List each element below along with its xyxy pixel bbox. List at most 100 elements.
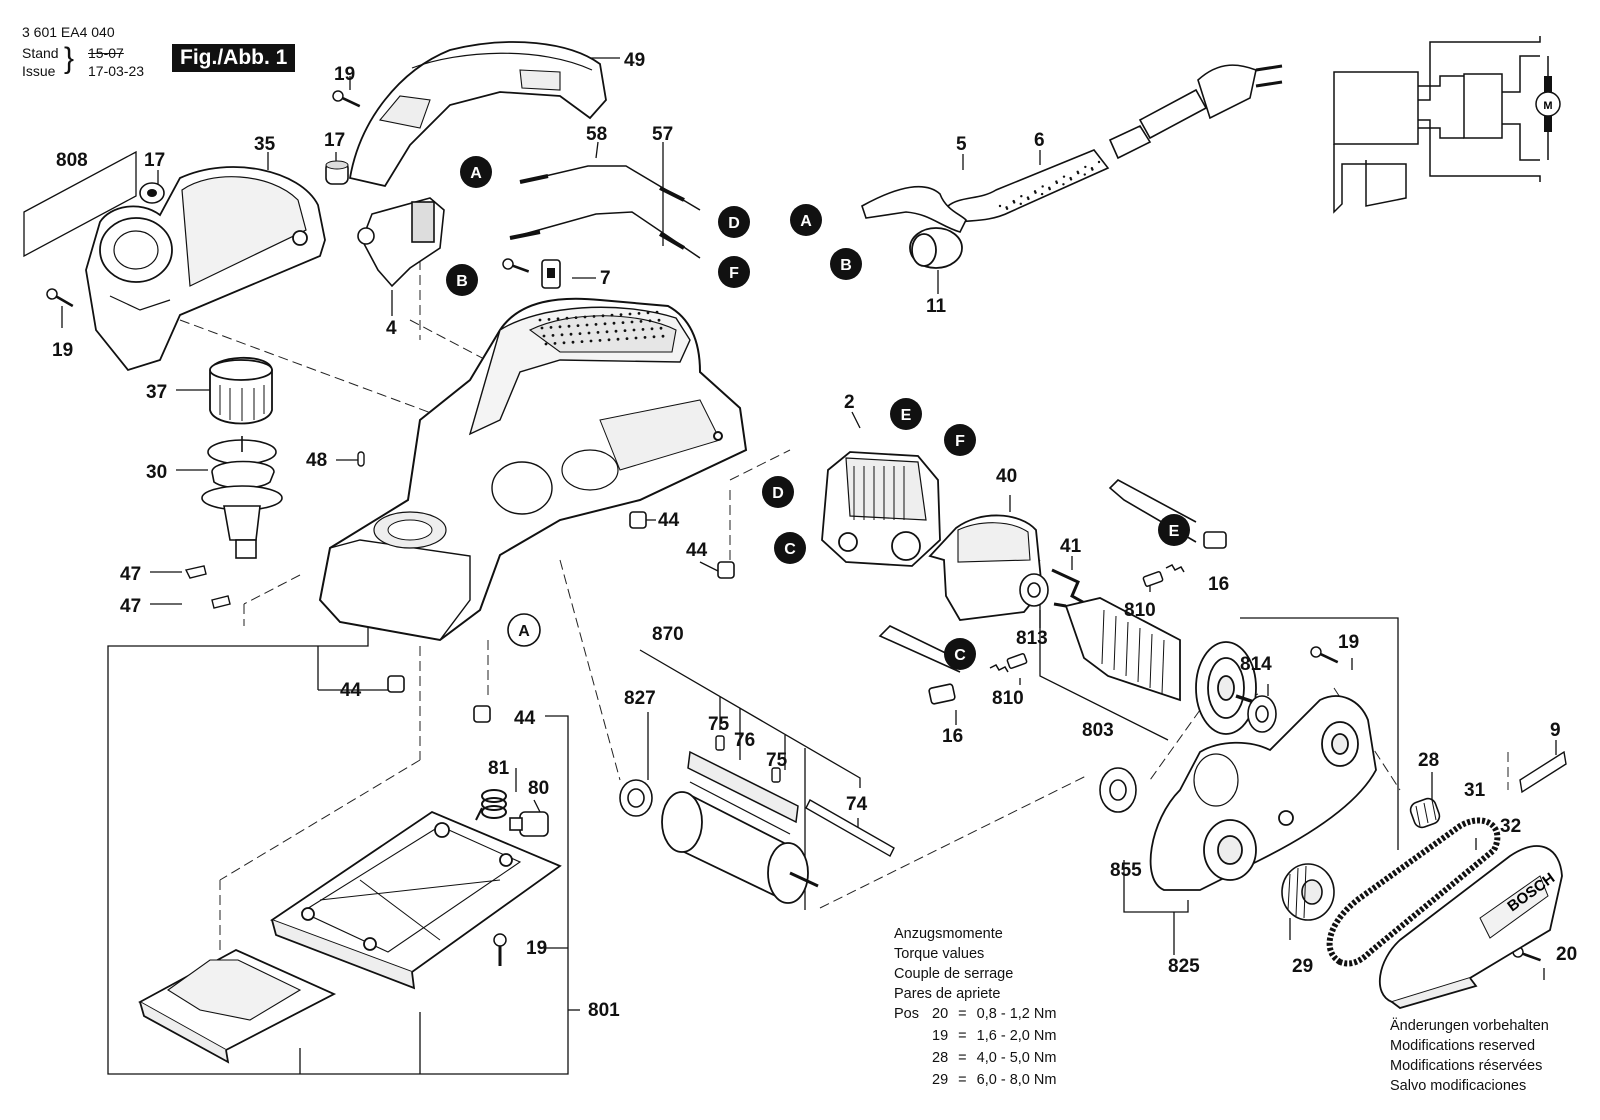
svg-text:E: E (901, 407, 912, 424)
callout-48: 48 (306, 450, 327, 471)
svg-text:C: C (784, 541, 796, 558)
part-825-belt-housing (1149, 695, 1377, 891)
part-base-foot (138, 948, 337, 1064)
part-813-bearing (1019, 573, 1049, 607)
part-29-pulley (1281, 863, 1335, 921)
callout-11: 11 (926, 296, 947, 317)
callout-17-left: 17 (144, 150, 165, 171)
torque-title-es: Pares de apriete (894, 986, 1001, 1002)
callout-37: 37 (146, 382, 167, 403)
callout-2: 2 (844, 392, 855, 413)
callout-44-b: 44 (686, 540, 708, 561)
torque-row-value: 1,6 - 2,0 Nm (976, 1028, 1057, 1044)
part-17-knob-top (325, 160, 349, 185)
callout-19-base: 19 (526, 938, 547, 959)
torque-row: 19 = 1,6 - 2,0 Nm (932, 1028, 1057, 1044)
callout-76: 76 (734, 730, 755, 751)
torque-row-value: 6,0 - 8,0 Nm (976, 1072, 1057, 1088)
part-40-fan-baffle (928, 514, 1043, 621)
svg-text:F: F (729, 265, 739, 282)
cord-texture (998, 160, 1101, 210)
callout-19-top: 19 (334, 64, 355, 85)
document-number: 3 601 EA4 040 (22, 24, 115, 40)
modifications-notice: Änderungen vorbehalten Modifications res… (1390, 1016, 1549, 1096)
torque-title-fr: Couple de serrage (894, 966, 1014, 982)
callout-17-top: 17 (324, 130, 345, 151)
part-47-clip (184, 565, 231, 609)
callout-810-top: 810 (1124, 600, 1156, 621)
part-41-clip (1051, 568, 1091, 608)
connector-c-stator: C (774, 532, 806, 564)
callout-7: 7 (600, 268, 611, 289)
figure-label: Fig./Abb. 1 (172, 44, 296, 72)
motor-brush-bottom (1544, 116, 1552, 132)
callout-30: 30 (146, 462, 167, 483)
callout-74: 74 (846, 794, 868, 815)
callout-57: 57 (652, 124, 673, 145)
callout-9: 9 (1550, 720, 1561, 741)
part-801-base-plate (270, 810, 562, 990)
callout-803: 803 (1082, 720, 1114, 741)
svg-text:F: F (955, 433, 965, 450)
callout-35: 35 (254, 134, 276, 155)
connector-a-cord: A (790, 204, 822, 236)
callout-814: 814 (1240, 654, 1272, 675)
torque-row-value: 0,8 - 1,2 Nm (976, 1006, 1057, 1022)
part-5-cord-guard (861, 185, 967, 233)
callout-40: 40 (996, 466, 1017, 487)
callout-47-a: 47 (120, 564, 141, 585)
svg-text:C: C (954, 647, 966, 664)
svg-text:A: A (518, 623, 530, 640)
callout-47-b: 47 (120, 596, 141, 617)
issue-date: 17-03-23 (88, 63, 145, 79)
part-16-brush-holder (878, 479, 1227, 705)
stand-label: Stand (22, 45, 59, 61)
part-58-57-wires (509, 165, 701, 259)
part-32-belt-cover (1378, 845, 1563, 1009)
issue-label: Issue (22, 63, 56, 79)
part-28-pulley (1409, 797, 1441, 829)
part-810-carbon-brush (989, 564, 1185, 673)
callout-4: 4 (386, 318, 397, 339)
callout-19-right: 19 (1338, 632, 1359, 653)
motor-symbol: M (1543, 100, 1552, 112)
part-11-bushing (909, 227, 963, 269)
callout-28: 28 (1418, 750, 1439, 771)
connector-d-wire: D (718, 206, 750, 238)
part-808-label (23, 150, 137, 258)
callout-31: 31 (1464, 780, 1486, 801)
torque-row: 20 = 0,8 - 1,2 Nm (932, 1006, 1057, 1022)
part-37-depth-knob (209, 356, 273, 425)
part-main-housing (318, 297, 748, 642)
torque-rows: Pos 20 = 0,8 - 1,2 Nm 19 = 1,6 - 2,0 Nm … (894, 1004, 1056, 1092)
callout-41: 41 (1060, 536, 1082, 557)
callout-32: 32 (1500, 816, 1521, 837)
callout-19-left: 19 (52, 340, 73, 361)
callout-44-d: 44 (514, 708, 536, 729)
handle-grip-texture (538, 310, 665, 346)
part-35-housing-cover (85, 166, 326, 372)
part-2-stator (821, 451, 941, 567)
callout-numbers: 49 19 17 808 17 35 58 57 7 4 19 37 30 48… (52, 50, 1577, 1021)
part-76-blade-holder (687, 750, 799, 824)
part-80-stop (509, 811, 549, 837)
callout-81: 81 (488, 758, 510, 779)
part-44-square-nut (387, 511, 735, 723)
callout-44-c: 44 (340, 680, 362, 701)
torque-values-block: Anzugsmomente Torque values Couple de se… (894, 924, 1056, 1092)
modifications-es: Salvo modificaciones (1390, 1078, 1527, 1094)
part-6-power-cord (946, 64, 1283, 223)
callout-813: 813 (1016, 628, 1048, 649)
part-4-switch (357, 197, 445, 288)
callout-49: 49 (624, 50, 645, 71)
connector-e-stator: E (890, 398, 922, 430)
svg-text:E: E (1169, 523, 1180, 540)
torque-row-pos: 19 (932, 1028, 949, 1044)
connector-f-wire: F (718, 256, 750, 288)
torque-title-en: Torque values (894, 946, 985, 962)
connector-b-switch: B (446, 264, 478, 296)
connector-d-stator: D (762, 476, 794, 508)
connector-a-housing: A (507, 613, 541, 647)
svg-text:A: A (800, 213, 812, 230)
